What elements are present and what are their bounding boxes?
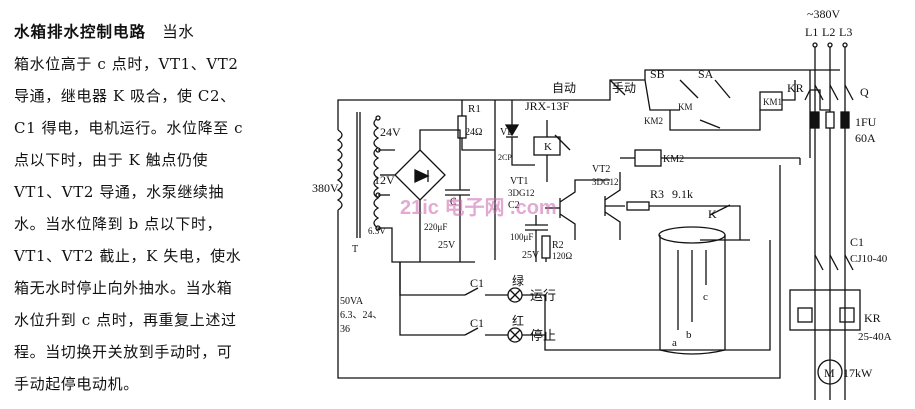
r1-value-label: 24Ω — [465, 127, 482, 138]
transformer-label: T — [352, 244, 358, 255]
r3-value-label: 9.1k — [672, 187, 693, 201]
c1-contactor-label: C1 — [850, 235, 864, 249]
motor-power-label: 17kW — [843, 366, 873, 380]
vt1-label: VT1 — [510, 176, 528, 187]
vt2-type-label: 3DG12 — [592, 177, 619, 187]
lamp-green-label: 绿 — [512, 273, 524, 288]
sb-label: SB — [650, 67, 665, 81]
lamp-red-label: 红 — [512, 313, 524, 328]
fuse-rating-label: 60A — [855, 131, 876, 145]
km-coil-label: KM — [678, 102, 693, 112]
probe-b-label: b — [686, 329, 692, 341]
primary-label: 380V — [312, 181, 339, 195]
description-line: C1 得电，电机运行。水位降至 c — [14, 119, 244, 137]
vd-label: VD — [500, 127, 514, 138]
description-line: 水。当水位降到 b 点以下时， — [14, 215, 223, 233]
supply-label: ~380V — [807, 7, 840, 21]
transformer-spec: 6.3、24、 — [340, 310, 383, 321]
water-tank — [658, 226, 726, 355]
relay-label: JRX-13F — [525, 99, 569, 113]
description-line: 当水 — [162, 23, 195, 41]
description-line: VT1、VT2 截止，K 失电，使水 — [14, 247, 242, 265]
km2-coil-label: KM2 — [663, 154, 684, 165]
c1-contact-label: C1 — [470, 316, 484, 330]
kr-overload-label: KR — [864, 311, 881, 325]
c1-model-label: CJ10-40 — [850, 253, 888, 265]
phase-label: L3 — [839, 25, 852, 39]
kr-rating-label: 25-40A — [858, 331, 892, 343]
phase-label: L2 — [822, 25, 835, 39]
manual-label: 手动 — [612, 81, 636, 95]
c1-contact-label: C1 — [470, 276, 484, 290]
c-rect-value-label: 220μF — [424, 222, 447, 232]
run-label: 运行 — [530, 289, 556, 304]
title-line: 水箱排水控制电路 当水 — [14, 16, 314, 48]
r3-label: R3 — [650, 187, 664, 201]
description-line: 水位升到 c 点时，再重复上述过 — [14, 311, 237, 329]
tap-24-label: 24V — [380, 125, 401, 139]
km1-label: KM1 — [763, 97, 782, 107]
c-rect-label: C — [450, 197, 457, 208]
transformer-spec: 50VA — [340, 296, 364, 307]
r2-value-label: 120Ω — [552, 251, 573, 261]
tap-12-label: 12V — [374, 173, 395, 187]
watermark: 21ic 电子网 .com — [400, 196, 557, 219]
circuit-title: 水箱排水控制电路 — [14, 23, 147, 41]
description-line: 箱水位高于 c 点时，VT1、VT2 — [14, 55, 239, 73]
kr-label: KR — [787, 81, 804, 95]
relay-k-label: K — [544, 141, 552, 153]
description-text: 水箱排水控制电路 当水 箱水位高于 c 点时，VT1、VT2 导通，继电器 K … — [14, 16, 314, 400]
description-line: 点以下时，由于 K 触点仍使 — [14, 151, 209, 169]
c2-value-label: 100μF — [510, 232, 533, 242]
motor-label: M — [824, 366, 835, 380]
description-line: 手动起停电动机。 — [14, 375, 139, 393]
vt1-type-label: 3DG12 — [508, 188, 535, 198]
transformer-spec: 36 — [340, 324, 350, 335]
switch-q-label: Q — [860, 85, 869, 99]
description-line: VT1、VT2 导通，水泵继续抽 — [14, 183, 225, 201]
probe-c-label: c — [703, 291, 708, 303]
sa-label: SA — [698, 67, 714, 81]
r2-label: R2 — [552, 240, 564, 251]
c-rect-voltage-label: 25V — [438, 240, 456, 251]
description-line: 程。当切换开关放到手动时，可 — [14, 343, 233, 361]
description-line: 导通，继电器 K 吸合，使 C2、 — [14, 87, 236, 105]
auto-label: 自动 — [552, 81, 576, 95]
tap-63-label: 6.3V — [368, 226, 386, 236]
k-contact-label: K — [708, 207, 717, 221]
km2-label: KM2 — [644, 116, 663, 126]
vd-type-label: 2CP — [498, 153, 512, 162]
bridge-rectifier — [394, 149, 446, 201]
probe-a-label: a — [672, 337, 677, 349]
c2-voltage-label: 25V — [522, 250, 540, 261]
c2-label: C2 — [508, 200, 520, 211]
r1-label: R1 — [468, 103, 481, 115]
circuit-diagram: ~380V L1 L2 L3 Q 1FU 60A JRX-13F R1 24Ω … — [312, 7, 892, 400]
stop-label: 停止 — [530, 328, 556, 344]
fuse-label: 1FU — [855, 115, 877, 129]
vt2-label: VT2 — [592, 164, 610, 175]
phase-label: L1 — [805, 25, 818, 39]
description-line: 箱无水时停止向外抽水。当水箱 — [14, 279, 233, 297]
